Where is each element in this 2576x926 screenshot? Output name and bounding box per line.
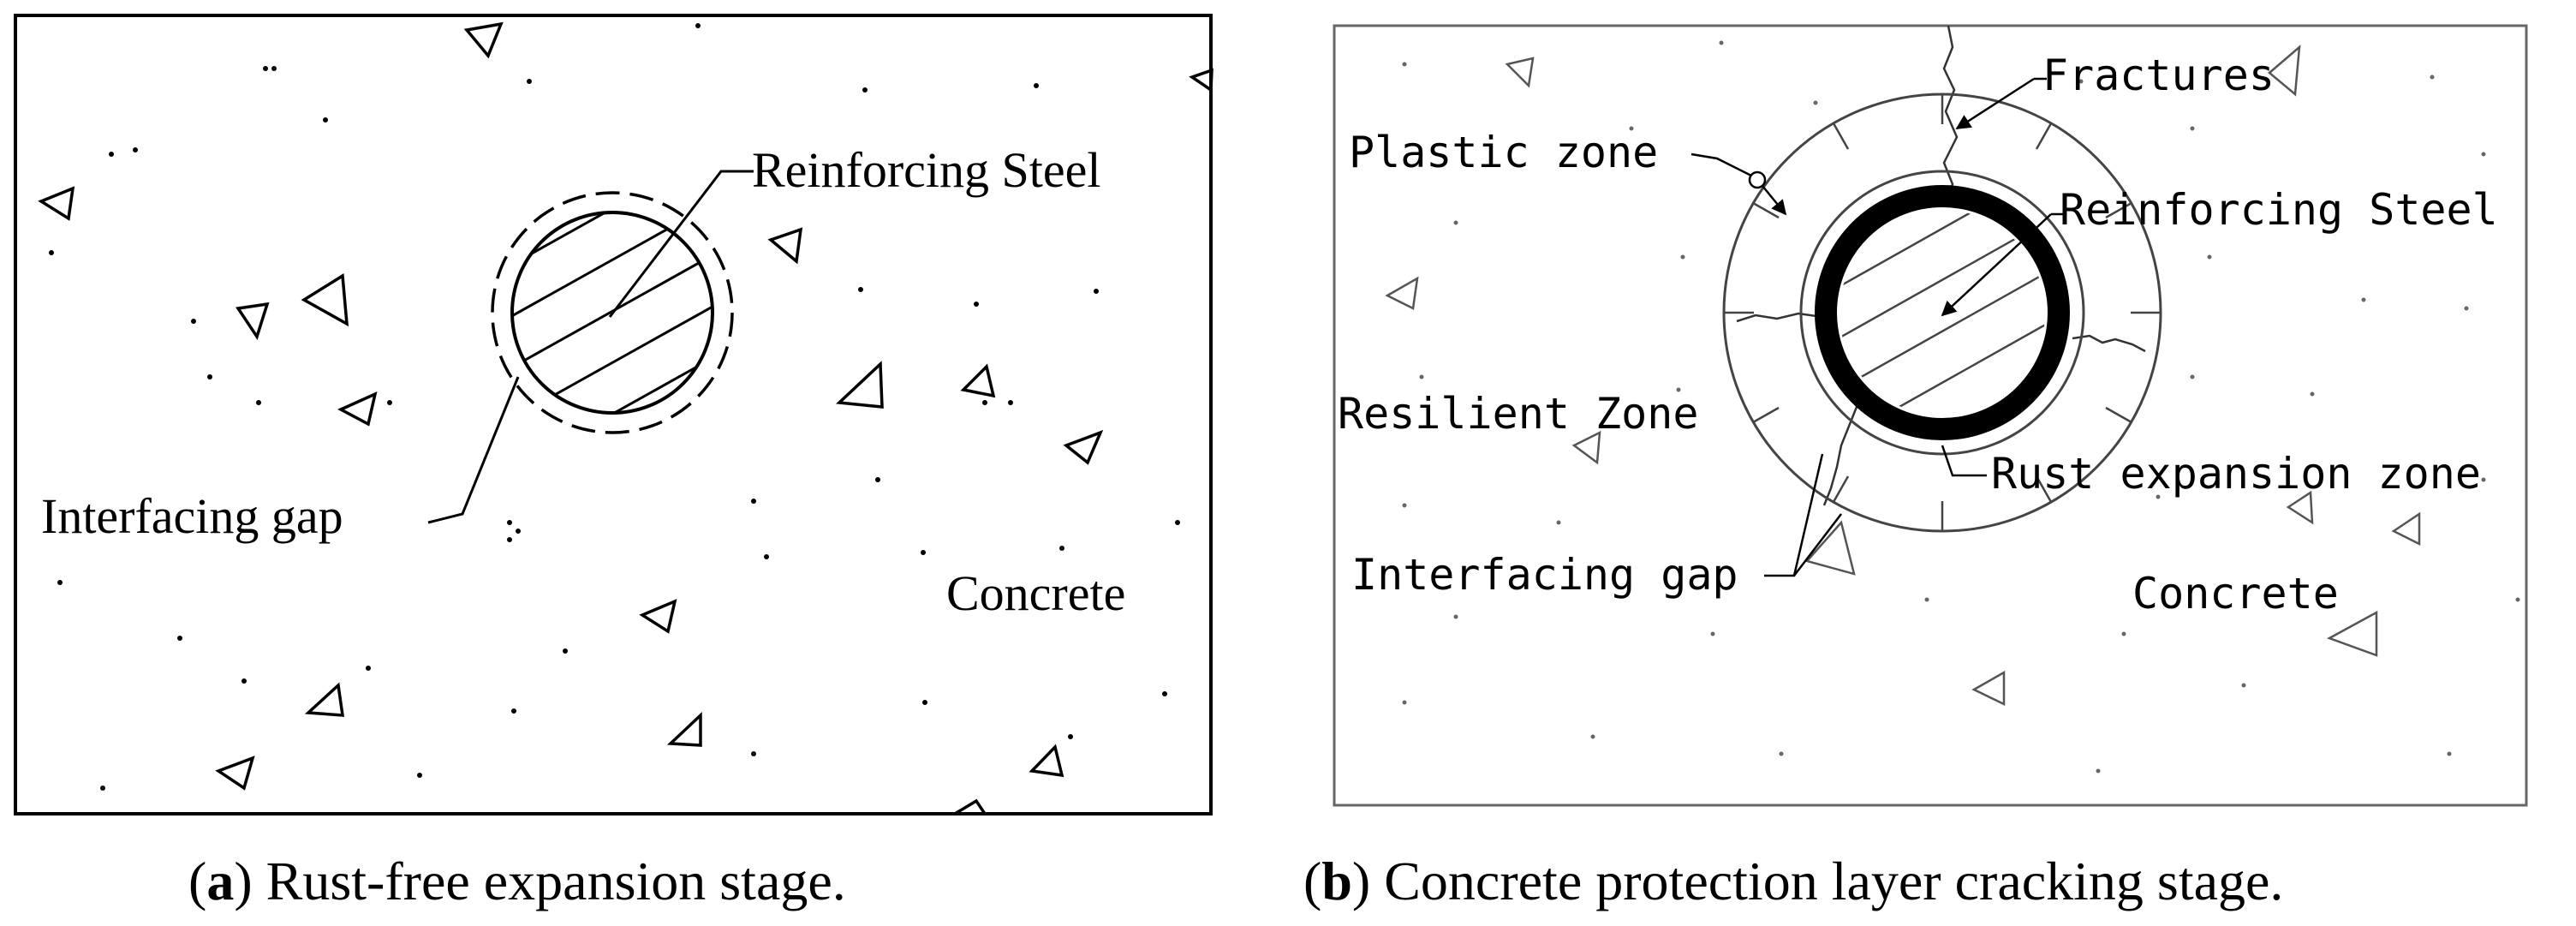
panel-b-label-plastic-zone: Plastic zone bbox=[1349, 128, 1658, 177]
panel-b-rust-expansion-ring bbox=[1815, 185, 2070, 440]
panel-b-aggregate bbox=[1385, 45, 2421, 706]
panel-b-fractures bbox=[1736, 25, 2146, 506]
panel-b-caption-text: Concrete protection layer cracking stage… bbox=[1384, 851, 2283, 911]
panel-a: Reinforcing Steel Interfacing gap Concre… bbox=[14, 14, 1213, 911]
panel-b-label-reinforcing-steel: Reinforcing Steel bbox=[2060, 185, 2498, 235]
panel-a-dots bbox=[49, 23, 1180, 791]
panel-b-label-resilient-zone: Resilient Zone bbox=[1338, 389, 1698, 439]
panel-b-leader-fractures bbox=[1955, 77, 2035, 130]
panel-b-dots bbox=[1402, 40, 2520, 774]
panel-b-leader-steel bbox=[1941, 213, 2052, 317]
panel-a-leader-gap bbox=[427, 376, 520, 524]
panel-a-label-interfacing-gap: Interfacing gap bbox=[41, 488, 343, 544]
panel-a-caption: (a) Rust-free expansion stage. bbox=[188, 851, 846, 911]
panel-b-label-rust-expansion-zone: Rust expansion zone bbox=[1991, 449, 2481, 499]
panel-a-steel-bar bbox=[510, 211, 714, 415]
panel-a-label-concrete: Concrete bbox=[946, 565, 1125, 621]
panel-b-plastic-arrow bbox=[1762, 185, 1787, 216]
panel-a-leader-steel bbox=[608, 170, 754, 318]
panel-b-leader-plastic bbox=[1690, 152, 1752, 177]
panel-b-label-interfacing-gap: Interfacing gap bbox=[1351, 550, 1738, 600]
panel-a-aggregate bbox=[38, 21, 1213, 815]
panel-b-leader-gap-branch bbox=[1793, 513, 1842, 577]
panel-b-plastic-marker bbox=[1748, 170, 1767, 189]
panel-b: Fractures Plastic zone Reinforcing Steel… bbox=[1303, 24, 2528, 911]
panel-b-frame bbox=[1333, 24, 2528, 807]
panel-b-label-fractures: Fractures bbox=[2042, 51, 2275, 100]
panel-a-interfacing-gap-ring bbox=[491, 191, 734, 434]
panel-b-interfacing-gap-ring bbox=[1799, 170, 2085, 456]
panel-a-rebar bbox=[491, 191, 734, 434]
panel-a-label-reinforcing-steel: Reinforcing Steel bbox=[752, 142, 1101, 198]
panel-b-caption: (b) Concrete protection layer cracking s… bbox=[1303, 851, 2283, 911]
panel-a-caption-letter: a bbox=[206, 851, 234, 911]
panel-b-radial-ticks bbox=[1724, 94, 2161, 531]
panel-b-label-concrete: Concrete bbox=[2132, 569, 2339, 618]
panel-a-caption-text: Rust-free expansion stage. bbox=[266, 851, 846, 911]
panel-b-leader-rust bbox=[1941, 445, 1987, 477]
panel-a-frame bbox=[14, 14, 1213, 815]
panel-b-caption-letter: b bbox=[1321, 851, 1352, 911]
